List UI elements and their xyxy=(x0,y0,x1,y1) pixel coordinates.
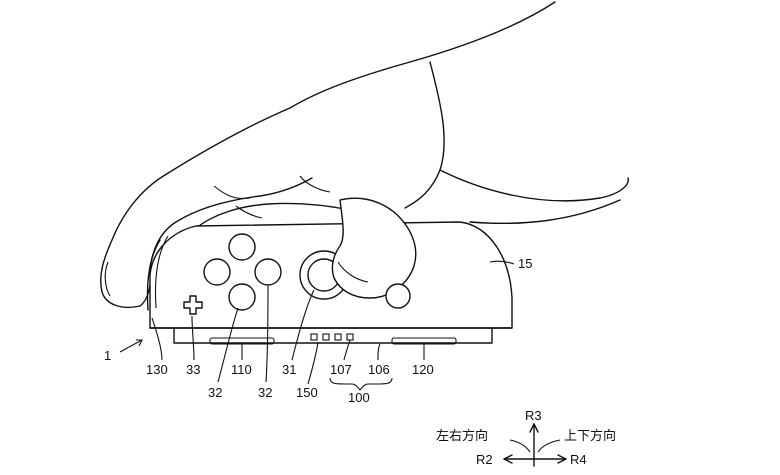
button-left xyxy=(203,258,231,286)
leader-130 xyxy=(151,317,163,361)
leader-33 xyxy=(191,315,195,361)
ref-110: 110 xyxy=(231,362,252,377)
leader-15 xyxy=(489,260,515,265)
legend-left-right-caption: 左右方向 xyxy=(436,428,488,443)
ref-32-left: 32 xyxy=(208,385,222,400)
button-bottom xyxy=(228,283,256,311)
ref-107: 107 xyxy=(330,362,352,377)
brace-100 xyxy=(329,377,393,391)
finger-top xyxy=(195,202,351,229)
hand-outline xyxy=(100,1,556,309)
legend-leader-right xyxy=(537,439,561,453)
ref-31: 31 xyxy=(282,362,296,377)
side-rail xyxy=(146,239,161,311)
lamp-4 xyxy=(346,333,354,341)
side-rail-inner xyxy=(155,235,169,309)
wrist-line xyxy=(439,169,629,202)
ref-130: 130 xyxy=(146,362,168,377)
legend-leader-left xyxy=(509,439,531,453)
ref-32-right: 32 xyxy=(258,385,272,400)
lower-rail xyxy=(173,327,493,344)
leader-32a xyxy=(217,307,239,383)
thumbnail xyxy=(337,261,369,283)
legend-up-down-caption: 上下方向 xyxy=(564,428,616,443)
ref-120: 120 xyxy=(412,362,434,377)
finger-top-2 xyxy=(235,205,263,219)
legend-r4: R4 xyxy=(570,452,587,467)
cross-key-icon xyxy=(183,295,203,315)
ref-100: 100 xyxy=(348,390,370,405)
ref-106: 106 xyxy=(368,362,390,377)
ref-33: 33 xyxy=(186,362,200,377)
lamp-1 xyxy=(310,333,318,341)
leader-32b xyxy=(265,285,269,383)
knuckle-line xyxy=(104,261,111,297)
palm-edge xyxy=(404,61,445,209)
finger-crease-1 xyxy=(213,185,251,200)
legend-left-arrowhead xyxy=(503,454,513,464)
legend-r3: R3 xyxy=(525,408,542,423)
lamp-2 xyxy=(322,333,330,341)
wrist-lower xyxy=(469,199,621,225)
ref-1: 1 xyxy=(104,348,111,363)
ref-15: 15 xyxy=(518,256,532,271)
legend-up-arrowhead xyxy=(529,423,539,433)
thumb-on-stick xyxy=(331,197,417,299)
direction-legend: R3 R2 R4 左右方向 上下方向 xyxy=(436,408,616,467)
button-top xyxy=(228,233,256,261)
leader-1-arrow xyxy=(119,339,143,353)
finger-crease-2 xyxy=(299,175,331,193)
leader-31 xyxy=(291,289,315,361)
button-right xyxy=(254,258,282,286)
lamp-3 xyxy=(334,333,342,341)
leader-107 xyxy=(343,339,351,361)
leader-1-arrowhead xyxy=(136,339,143,347)
home-button xyxy=(385,283,411,309)
ref-150: 150 xyxy=(296,385,318,400)
legend-right-arrowhead xyxy=(557,454,567,464)
leader-150 xyxy=(307,341,319,385)
legend-r2: R2 xyxy=(476,452,493,467)
leader-106 xyxy=(377,343,381,361)
